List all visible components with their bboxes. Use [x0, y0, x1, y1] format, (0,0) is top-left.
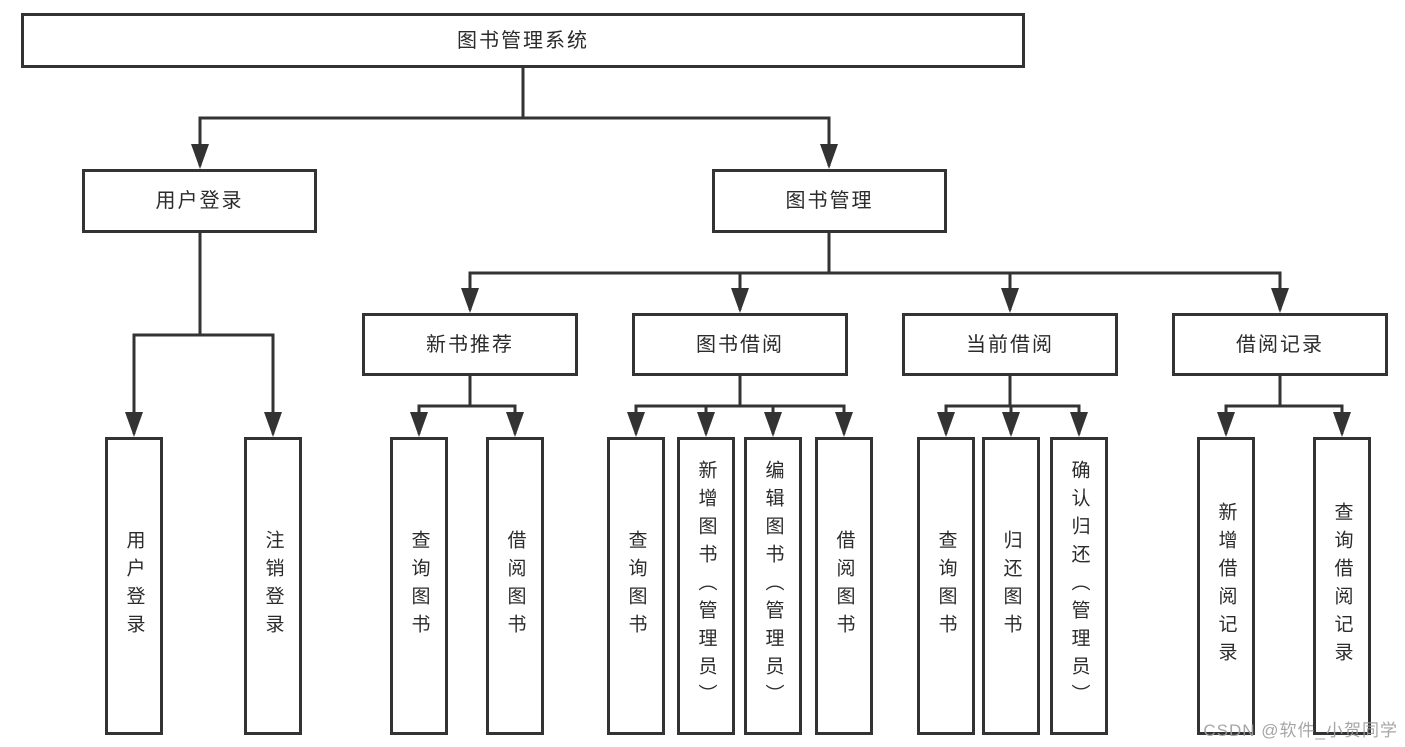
leaf-logout: 注销登录: [244, 437, 302, 735]
leaf-borrow-books: 借阅图书: [815, 437, 873, 735]
edge-bookmgmt-to-level3: [468, 233, 1282, 310]
node-library-management-system: 图书管理系统: [21, 13, 1025, 68]
node-new-book-recommend: 新书推荐: [362, 313, 578, 376]
edge-current-subtree: [944, 376, 1081, 434]
connector-stems: [132, 68, 1344, 434]
edge-root-to-level2: [198, 68, 831, 166]
leaf-query-books-current: 查询图书: [917, 437, 975, 735]
edge-records-subtree: [1224, 376, 1344, 434]
leaf-edit-books-admin: 编辑图书（管理员）: [744, 437, 802, 735]
node-current-borrowing: 当前借阅: [902, 313, 1118, 376]
edge-login-subtree: [132, 233, 275, 434]
node-borrowing-records: 借阅记录: [1172, 313, 1388, 376]
leaf-add-borrow-record: 新增借阅记录: [1197, 437, 1255, 735]
csdn-watermark: CSDN @软件_小贺同学: [1203, 721, 1398, 740]
leaf-query-books-recommend: 查询图书: [390, 437, 448, 735]
edge-borrow-subtree: [634, 376, 846, 434]
leaf-query-borrow-record: 查询借阅记录: [1313, 437, 1371, 735]
edge-recommend-subtree: [417, 376, 517, 434]
leaf-query-books-borrow: 查询图书: [607, 437, 665, 735]
node-book-management: 图书管理: [712, 169, 947, 233]
leaf-borrow-books-recommend: 借阅图书: [486, 437, 544, 735]
node-book-borrowing: 图书借阅: [632, 313, 848, 376]
leaf-confirm-return-admin: 确认归还（管理员）: [1050, 437, 1108, 735]
leaf-user-login: 用户登录: [105, 437, 163, 735]
node-user-login: 用户登录: [82, 169, 317, 233]
leaf-return-books: 归还图书: [982, 437, 1040, 735]
leaf-add-books-admin: 新增图书（管理员）: [677, 437, 735, 735]
